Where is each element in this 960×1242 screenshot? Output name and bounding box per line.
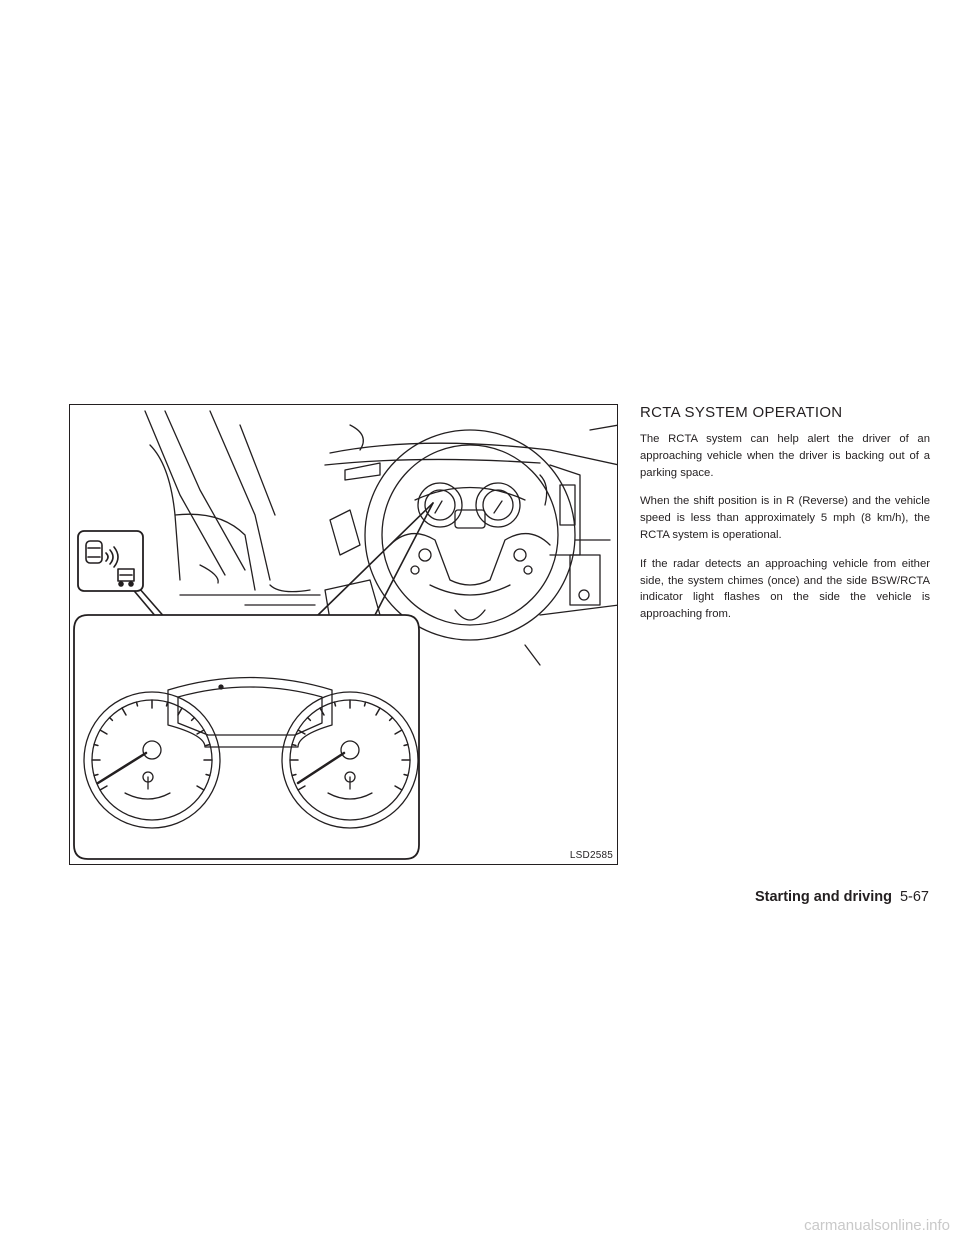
indicator-callout <box>77 530 144 592</box>
gauge-tick <box>205 773 211 777</box>
page-number: 5-67 <box>899 889 929 905</box>
steering-wheel <box>364 429 576 641</box>
gauge-tick <box>93 743 99 747</box>
gauge-tick <box>291 743 297 747</box>
gauge-tick <box>93 773 99 777</box>
gauge-tick <box>306 716 312 722</box>
gauge-tick <box>205 743 211 747</box>
gauge-tick <box>291 773 297 777</box>
dashboard-top <box>324 424 617 666</box>
gauge-tick <box>388 716 394 722</box>
gauge-tick <box>165 701 169 707</box>
watermark: carmanualsonline.info <box>804 1217 950 1234</box>
rcta-section: RCTA SYSTEM OPERATION The RCTA system ca… <box>640 404 930 635</box>
paragraph-3: If the radar detects an approaching vehi… <box>640 557 930 621</box>
section-heading: RCTA SYSTEM OPERATION <box>640 404 843 421</box>
gauge-tick <box>363 701 367 707</box>
gauge-tick <box>177 707 183 716</box>
gauge-tick <box>135 701 139 707</box>
gauge-tick <box>319 707 325 716</box>
gauge-tick <box>403 743 409 747</box>
gauge-tick <box>121 707 127 716</box>
gauge-tick <box>196 785 205 791</box>
gauge-tick <box>297 785 306 791</box>
gauge-tick <box>375 707 381 716</box>
cabin-lines <box>144 410 321 606</box>
gauge-tick <box>403 773 409 777</box>
gauge-tick <box>394 785 403 791</box>
page-footer: Starting and driving 5-67 <box>755 889 929 905</box>
gauge-tick <box>108 716 114 722</box>
paragraph-1: The RCTA system can help alert the drive… <box>640 433 930 479</box>
chapter-title: Starting and driving <box>754 889 892 905</box>
gauge-tick <box>99 785 108 791</box>
cluster-zoom-panel <box>73 614 420 860</box>
gauge-tick <box>394 729 403 735</box>
gauge-ticks <box>91 699 411 791</box>
blind-spot-warning-indicator-icon <box>85 540 135 587</box>
gauge-tick <box>297 729 306 735</box>
gauge-tick <box>190 716 196 722</box>
illustration-figure: LSD2585 <box>69 404 618 865</box>
figure-code: LSD2585 <box>569 850 613 861</box>
paragraph-2: When the shift position is in R (Reverse… <box>640 495 930 541</box>
gauge-tick <box>196 729 205 735</box>
gauge-tick <box>333 701 337 707</box>
dashboard-illustration <box>73 410 617 860</box>
gauge-tick <box>99 729 108 735</box>
